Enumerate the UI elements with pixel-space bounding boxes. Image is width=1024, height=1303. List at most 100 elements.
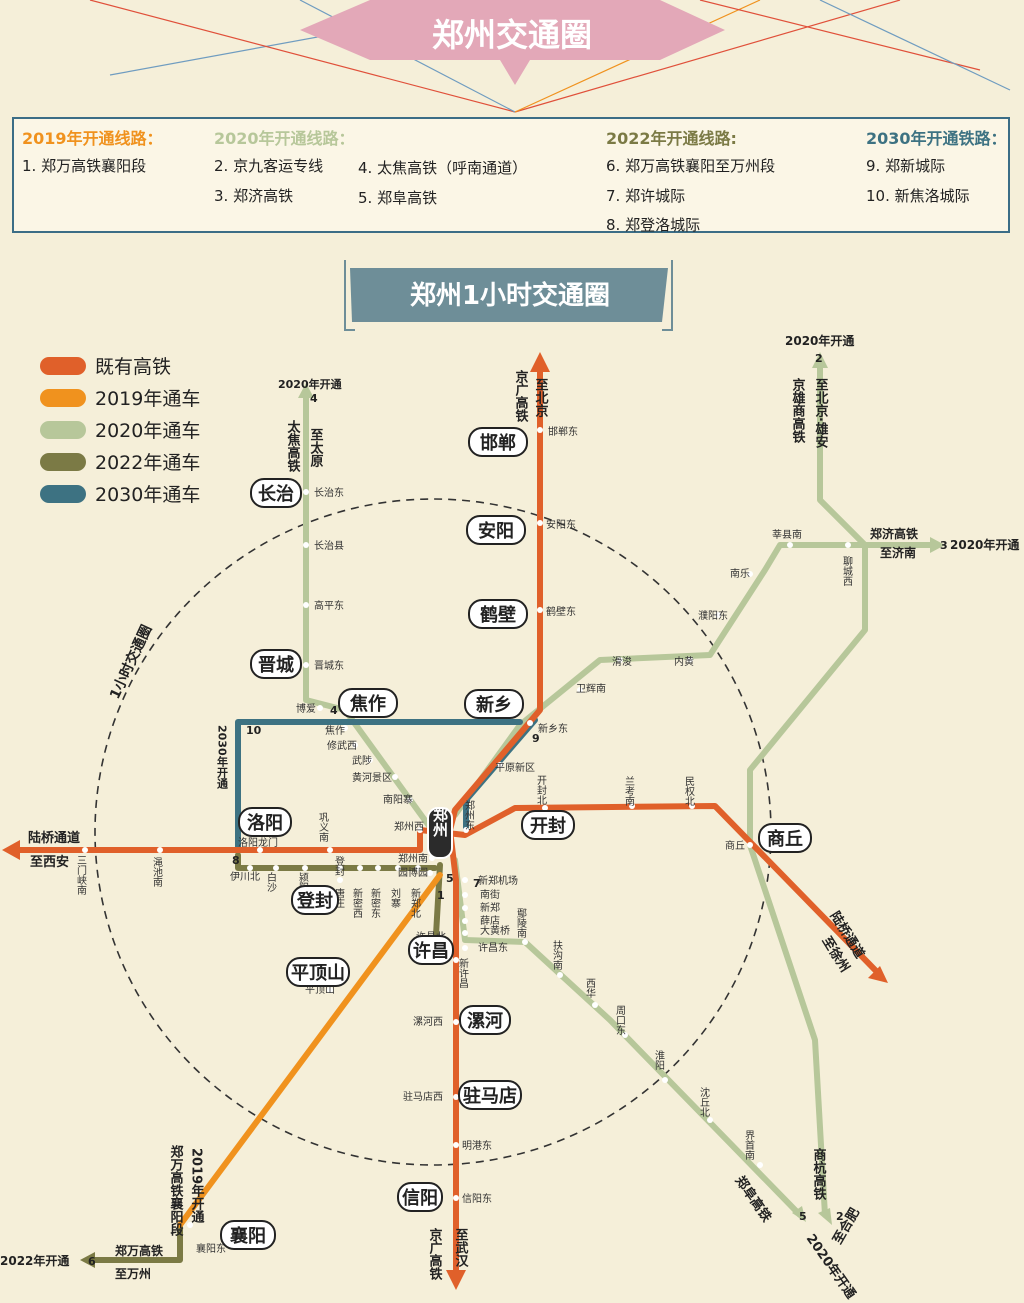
- header-2030: 2030年开通铁路：: [866, 129, 1007, 148]
- subtitle-banner: 郑州1小时交通圈: [344, 260, 673, 331]
- station-dot-yingyang: [302, 865, 308, 871]
- line-item-7: 7. 郑许城际: [606, 187, 686, 205]
- station-dot-minggangdong: [453, 1142, 459, 1148]
- station-dot-zhumadianxi: [453, 1094, 459, 1100]
- station-dot-changzhixian: [303, 542, 309, 548]
- opening-schedule-box: 2019年开通线路： 2020年开通线路： 2022年开通线路: 2030年开通…: [12, 117, 1010, 234]
- line-item-5: 5. 郑阜高铁: [358, 189, 438, 207]
- station-gongyinan: 巩义南: [317, 812, 329, 842]
- label-l_towuhan: 至武汉: [453, 1228, 469, 1268]
- station-dot-xinmixi: [357, 865, 363, 871]
- legend-label-3: 2022年通车: [95, 452, 200, 474]
- label-n3: 3: [940, 539, 948, 552]
- city-badge-zhumadian: [458, 1080, 522, 1110]
- city-handan: 邯郸: [480, 432, 516, 454]
- label-l_2020open4: 2020年开通: [803, 1231, 859, 1302]
- city-changzhi: 长治: [258, 483, 294, 505]
- station-xiuwuxi: 修武西: [327, 739, 357, 752]
- station-dot-huaiyang: [662, 1077, 668, 1083]
- station-dot-huaxun: [617, 657, 623, 663]
- station-jinchengdong: 晋城东: [314, 659, 344, 672]
- station-dot-baisha: [273, 865, 279, 871]
- city-xuchang: 许昌: [413, 940, 449, 962]
- station-dot-puyangdong: [715, 612, 721, 618]
- label-n2b: 2: [836, 1210, 844, 1223]
- station-dot-jiaozuo: [342, 725, 348, 731]
- station-xihua: 西华: [584, 978, 596, 999]
- city-badge-luoyang: [238, 807, 292, 837]
- line-item-2: 2. 京九客运专线: [214, 157, 324, 175]
- station-dot-jinchengdong: [303, 662, 309, 668]
- city-badge-changzhi: [250, 478, 302, 508]
- header-2019: 2019年开通线路：: [22, 129, 163, 148]
- legend-label-2: 2020年通车: [95, 420, 200, 442]
- station-xiangyangdong: 襄阳东: [196, 1242, 226, 1255]
- station-lankaonan: 兰考南: [623, 775, 635, 806]
- arrow-jinan: [930, 537, 945, 553]
- station-dot-minquanbei: [689, 803, 695, 809]
- station-fugounan: 扶沟南: [551, 939, 563, 970]
- station-dot-changzhidong: [303, 489, 309, 495]
- station-dot-wuzhi: [367, 757, 373, 763]
- station-dot-xinxuchang: [453, 957, 459, 963]
- station-dot-shenxiannan: [787, 542, 793, 548]
- station-hebidong: 鹤壁东: [546, 605, 576, 618]
- station-shenqiubei: 沈丘北: [698, 1086, 710, 1117]
- cities: 邯郸安阳鹤壁新乡焦作长治晋城洛阳开封商丘登封许昌平顶山漯河驻马店信阳襄阳: [220, 427, 812, 1250]
- label-l_2030open: 2030年开通: [216, 725, 229, 789]
- station-dot-xinyangdong: [453, 1195, 459, 1201]
- label-n1: 1: [437, 889, 445, 902]
- label-l_totaiyuan: 至太原: [308, 428, 325, 468]
- city-dengfeng: 登封: [296, 890, 333, 912]
- city-badge-luohe: [459, 1005, 511, 1035]
- city-badge-hebi: [468, 599, 528, 629]
- station-dot-dengfeng: [337, 865, 343, 871]
- station-pingyuanxinqu: 平原新区: [495, 761, 535, 774]
- station-dot-sanmenxianan: [82, 847, 88, 853]
- station-dot-liaochengxi: [845, 542, 851, 548]
- station-zhumadianxi: 驻马店西: [403, 1090, 443, 1103]
- station-xuechang: 薛店: [480, 914, 500, 927]
- city-badge-handan: [468, 427, 528, 457]
- station-dot-xuchangdong: [462, 945, 468, 951]
- station-dot-fugounan: [557, 972, 563, 978]
- station-zhengzhouxi: 郑州西: [394, 820, 424, 833]
- station-yichuanbei: 伊川北: [230, 871, 260, 883]
- arrow-southeast: [868, 966, 888, 983]
- station-minggangdong: 明港东: [462, 1139, 492, 1152]
- legend-swatch-2: [40, 421, 86, 439]
- arrow-west: [2, 840, 20, 860]
- station-anyangdong: 安阳东: [546, 518, 576, 531]
- station-kaifengbei: 开封北: [535, 775, 547, 805]
- station-dot-pingyuanxinqu: [497, 762, 503, 768]
- page-title: 郑州交通圈: [432, 16, 592, 54]
- city-badge-shangqiu: [758, 823, 812, 853]
- legend-swatch-0: [40, 357, 86, 375]
- city-xinyang: 信阳: [402, 1187, 438, 1209]
- legend-label-1: 2019年通车: [95, 388, 200, 410]
- station-dot-yichuanbei: [247, 865, 253, 871]
- station-yuanboyuan: 园博园: [398, 866, 428, 879]
- station-boai: 博爱: [296, 702, 316, 715]
- station-zhengzhoudong: 郑州东: [463, 799, 475, 830]
- station-dot-kaifengbei: [542, 805, 548, 811]
- label-l_tojingxiong: 至北京·雄安: [813, 378, 830, 449]
- label-n7: 7: [473, 877, 481, 890]
- station-yanlingnan: 鄢陵南: [515, 908, 527, 938]
- station-neihuang: 内黄: [674, 655, 694, 668]
- line-zhengji: [452, 542, 933, 818]
- station-sanmenxianan: 三门峡南: [75, 855, 87, 895]
- station-weihuinan: 卫辉南: [576, 682, 606, 695]
- station-huanghejingqu: 黄河景区: [352, 771, 392, 784]
- station-dot-luoyanglongmen: [257, 847, 263, 853]
- station-dot-huanghejingqu: [392, 774, 398, 780]
- station-dot-neihuang: [687, 657, 693, 663]
- label-l_jingxiong: 京雄商高铁: [790, 377, 807, 444]
- line-item-10: 10. 新焦洛城际: [866, 187, 970, 205]
- arrow-south: [446, 1270, 466, 1290]
- label-n4b: 4: [330, 704, 338, 717]
- line-jingjiu: [747, 357, 868, 1218]
- label-l_shanghang: 商杭高铁: [811, 1147, 828, 1201]
- arrow-hefei: [818, 1208, 832, 1225]
